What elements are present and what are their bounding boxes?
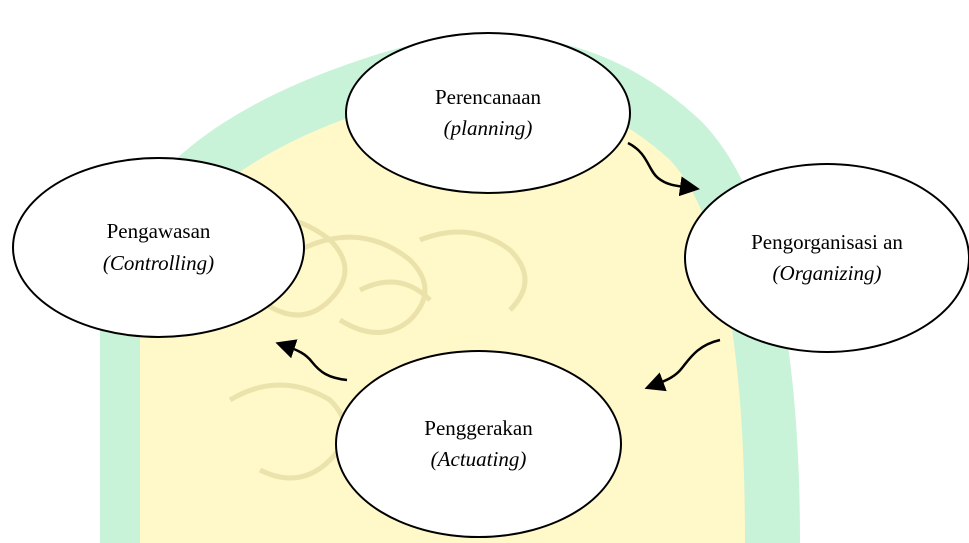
node-planning: Perencanaan (planning) bbox=[345, 32, 631, 194]
node-actuating-title: Penggerakan bbox=[424, 415, 533, 440]
node-organizing-title: Pengorganisasi an bbox=[751, 229, 903, 254]
arrow-actuating-to-controlling bbox=[275, 339, 348, 382]
node-planning-subtitle: (planning) bbox=[443, 116, 533, 140]
node-organizing: Pengorganisasi an (Organizing) bbox=[684, 163, 969, 353]
node-planning-title: Perencanaan bbox=[434, 84, 542, 109]
node-controlling: Pengawasan (Controlling) bbox=[12, 157, 305, 338]
arrow-organizing-to-actuating bbox=[644, 338, 721, 392]
node-organizing-subtitle: (Organizing) bbox=[772, 261, 882, 285]
node-actuating: Penggerakan (Actuating) bbox=[335, 350, 622, 538]
arrow-planning-to-organizing bbox=[627, 141, 700, 197]
node-actuating-subtitle: (Actuating) bbox=[430, 447, 527, 471]
node-controlling-subtitle: (Controlling) bbox=[102, 250, 215, 275]
node-controlling-title: Pengawasan bbox=[106, 219, 211, 243]
